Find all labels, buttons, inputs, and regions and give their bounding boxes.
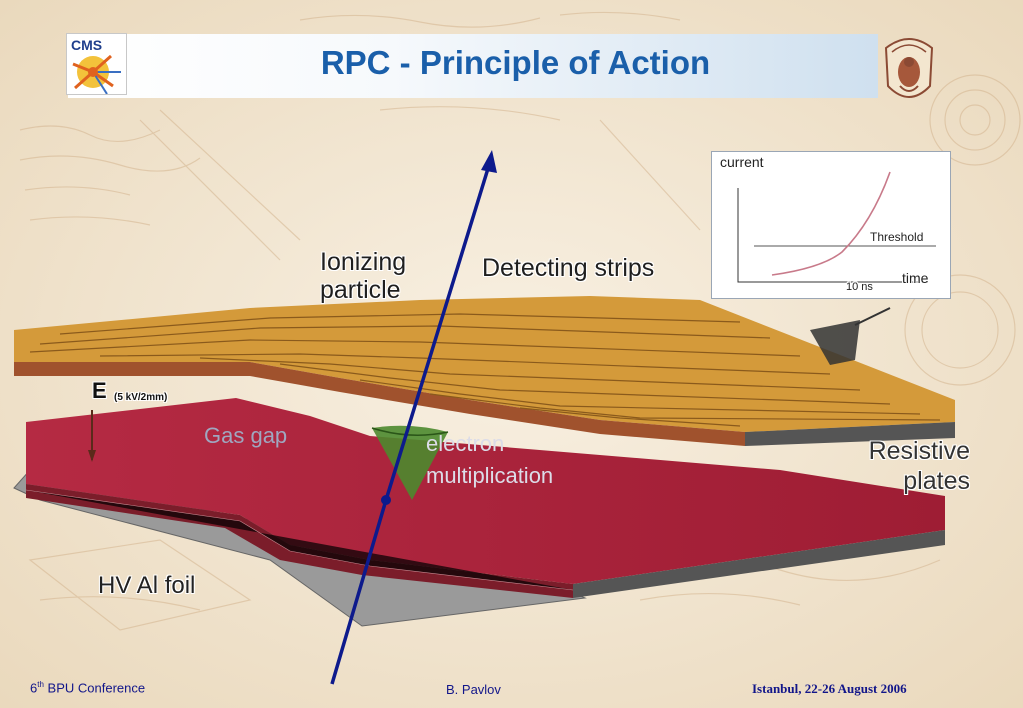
cms-emblem-icon bbox=[72, 54, 121, 95]
signal-graph-plot bbox=[737, 171, 936, 283]
cms-logo bbox=[66, 33, 127, 95]
signal-graph: current Threshold time 10 ns bbox=[711, 151, 951, 299]
footer-place-date: Istanbul, 22-26 August 2006 bbox=[752, 681, 907, 696]
graph-x-label: time bbox=[902, 270, 929, 286]
field-value-label: (5 kV/2mm) bbox=[114, 392, 168, 403]
electron-label-line2: multiplication bbox=[426, 463, 554, 488]
signal-curve bbox=[771, 171, 891, 276]
ionizing-particle-label-line2: particle bbox=[320, 276, 401, 304]
electron-label-line1: electron bbox=[426, 431, 505, 456]
graph-y-label: current bbox=[720, 154, 764, 170]
resistive-label-line2: plates bbox=[903, 467, 970, 495]
hv-foil-label: HV Al foil bbox=[98, 572, 196, 599]
footer-conference-suffix: th bbox=[37, 680, 44, 689]
readout-connector bbox=[810, 320, 860, 365]
cms-logo-text: CMS bbox=[71, 37, 103, 53]
detecting-strips-label: Detecting strips bbox=[482, 254, 655, 282]
lower-resistive-plate bbox=[26, 398, 945, 584]
detecting-strips bbox=[29, 313, 941, 427]
electron-avalanche bbox=[372, 425, 448, 500]
ionizing-particle-label: Ionizing particle bbox=[320, 248, 406, 304]
gas-gap-label: Gas gap bbox=[204, 423, 288, 448]
university-seal-icon bbox=[884, 38, 934, 98]
graph-threshold-label: Threshold bbox=[870, 230, 924, 244]
footer-conference-name: BPU Conference bbox=[47, 680, 146, 696]
footer-author: B. Pavlov bbox=[446, 682, 501, 697]
resistive-plates-label: Resistive plates bbox=[842, 436, 970, 496]
ionization-point bbox=[381, 495, 391, 505]
footer-conference-ordinal: 6 bbox=[30, 680, 38, 696]
particle-track bbox=[330, 499, 388, 685]
page-title: RPC - Principle of Action bbox=[320, 44, 711, 81]
field-symbol-label: E bbox=[92, 378, 107, 403]
title-bar bbox=[68, 34, 878, 98]
graph-time-mark: 10 ns bbox=[846, 281, 873, 293]
resistive-label-line1: Resistive bbox=[868, 437, 970, 465]
footer-conference: 6th BPU Conference bbox=[30, 680, 145, 695]
ionizing-particle-label-line1: Ionizing bbox=[320, 248, 407, 276]
electron-multiplication-label: electron multiplication bbox=[426, 428, 553, 492]
